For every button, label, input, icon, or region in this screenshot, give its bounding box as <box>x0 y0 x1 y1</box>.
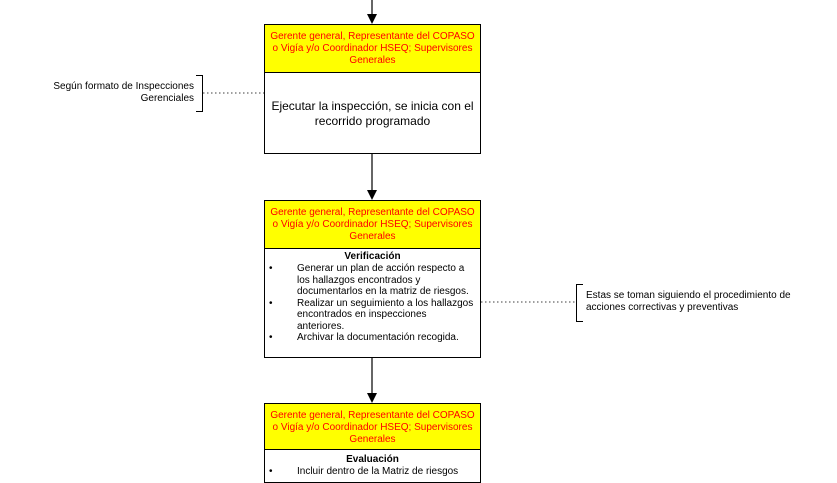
step-3-bullet-list: Incluir dentro de la Matriz de riesgos <box>265 466 480 478</box>
step-3-box: Gerente general, Representante del COPAS… <box>264 403 481 483</box>
note-1-bracket <box>196 75 203 112</box>
step-3-responsible: Gerente general, Representante del COPAS… <box>265 404 480 450</box>
step-1-responsible: Gerente general, Representante del COPAS… <box>265 25 480 73</box>
step-2-responsible: Gerente general, Representante del COPAS… <box>265 201 480 249</box>
note-2-line-2: acciones correctivas y preventivas <box>586 302 739 313</box>
note-2: Estas se toman siguiendo el procedimient… <box>586 290 831 314</box>
step-3-title: Evaluación <box>346 454 399 465</box>
note-1-line-1: Según formato de Inspecciones <box>53 81 194 92</box>
note-2-bracket <box>576 284 583 322</box>
step-2-bullet: Realizar un seguimiento a los hallazgos … <box>265 298 476 333</box>
step-2-bullet: Generar un plan de acción respecto a los… <box>265 263 476 298</box>
step-2-bullet: Archivar la documentación recogida. <box>265 332 476 344</box>
flow-connectors <box>203 0 576 403</box>
step-2-box: Gerente general, Representante del COPAS… <box>264 200 481 358</box>
note-1: Según formato de Inspecciones Gerenciale… <box>20 81 194 105</box>
note-2-line-1: Estas se toman siguiendo el procedimient… <box>586 290 791 301</box>
note-1-line-2: Gerenciales <box>140 93 194 104</box>
step-1-activity: Ejecutar la inspección, se inicia con el… <box>271 99 474 128</box>
step-3-bullet: Incluir dentro de la Matriz de riesgos <box>265 466 476 478</box>
step-2-bullet-list: Generar un plan de acción respecto a los… <box>265 263 480 344</box>
step-2-title: Verificación <box>344 251 401 262</box>
step-1-box: Gerente general, Representante del COPAS… <box>264 24 481 154</box>
